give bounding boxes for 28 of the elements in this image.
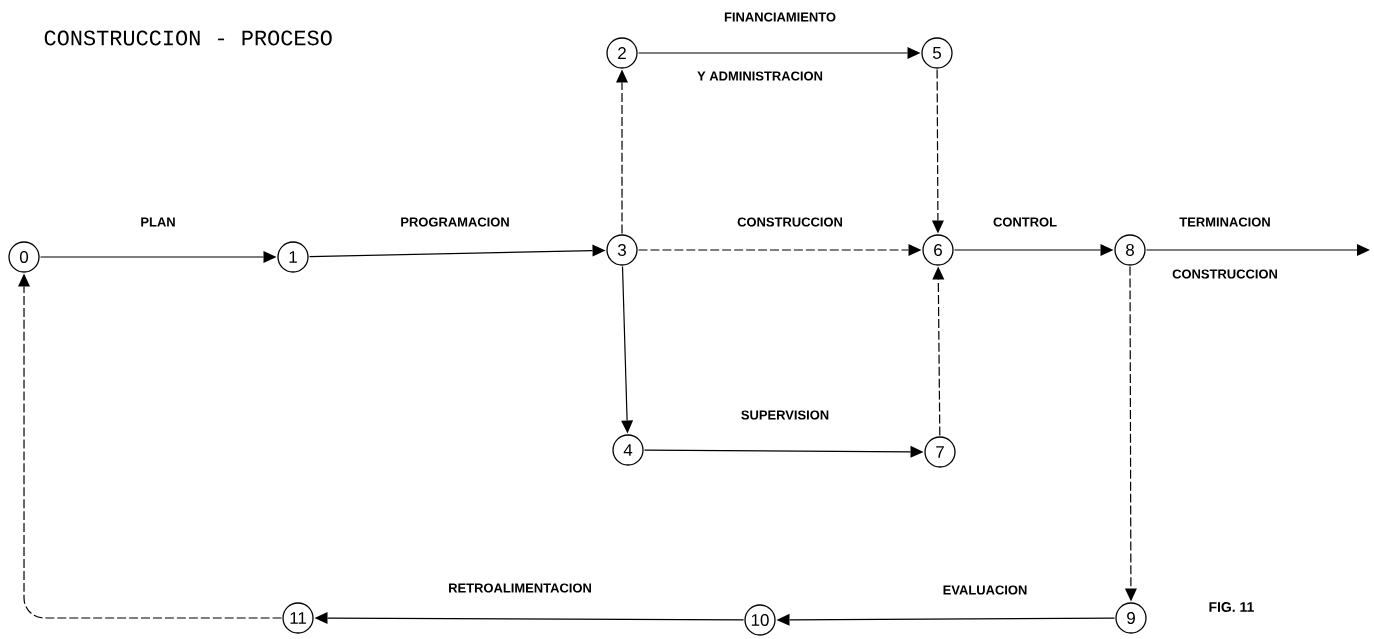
arrow	[1124, 265, 1137, 602]
arrow	[39, 251, 277, 263]
edge-label: TERMINACION	[1178, 216, 1272, 228]
caption: FIG. 11	[1209, 602, 1254, 612]
arrow	[1145, 244, 1370, 256]
arrow	[643, 445, 924, 458]
edge-label: SUPERVISION	[739, 409, 831, 421]
edge-label: RETROALIMENTACION	[447, 582, 593, 594]
arrow	[621, 265, 634, 434]
arrow	[18, 273, 283, 619]
arrow	[308, 244, 606, 258]
line-caption: Y ADMINISTRACION	[696, 70, 824, 82]
arrow	[931, 68, 944, 234]
arrow	[932, 266, 945, 437]
line-caption: CONSTRUCCION	[1171, 268, 1279, 280]
edge-label: PLAN	[139, 216, 177, 228]
arrow	[637, 244, 922, 256]
edge-label: FINANCIAMIENTO	[723, 11, 837, 23]
arrow	[616, 69, 628, 235]
title: CONSTRUCCION - PROCESO	[44, 30, 332, 46]
arrow	[637, 47, 921, 59]
edge-label: EVALUACION	[941, 584, 1029, 596]
edge-label: PROGRAMACION	[399, 216, 511, 228]
arrow	[953, 244, 1114, 256]
arrow	[776, 613, 1116, 626]
edge-label: CONSTRUCCION	[736, 216, 844, 228]
edge-label: CONTROL	[992, 216, 1058, 228]
arrow	[314, 612, 745, 625]
